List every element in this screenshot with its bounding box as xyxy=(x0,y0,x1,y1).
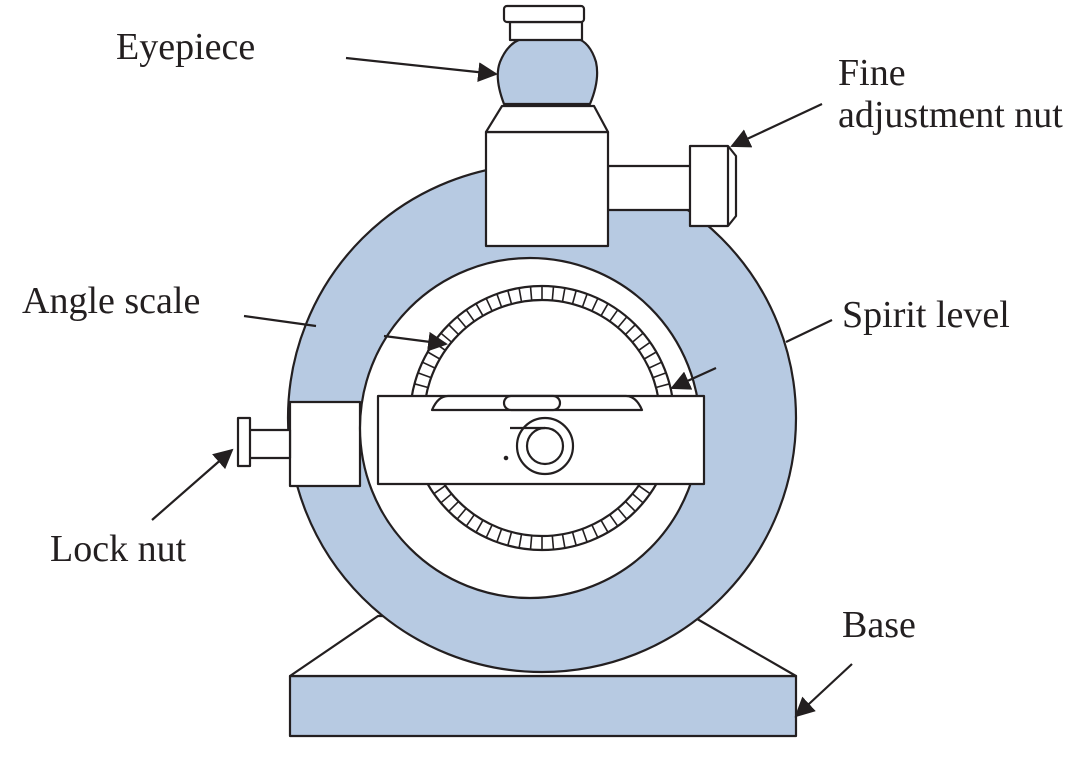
angle-scale-tick xyxy=(624,324,636,336)
angle-scale-tick xyxy=(571,531,577,546)
angle-scale-tick xyxy=(507,531,513,546)
eyepiece-label: Eyepiece xyxy=(116,26,256,68)
angle-scale-arrow xyxy=(383,331,448,352)
lock-nut-knob xyxy=(236,416,252,468)
fine-adjustment-label-line1: Fine xyxy=(838,52,906,94)
angle-scale-tick xyxy=(485,524,493,538)
level-mark-dot xyxy=(503,455,509,461)
angle-scale-tick xyxy=(475,303,484,317)
angle-scale-leader xyxy=(243,314,317,328)
angle-scale-tick xyxy=(551,535,555,550)
angle-scale-tick xyxy=(440,493,453,504)
angle-scale-tick xyxy=(643,351,657,360)
angle-scale-tick xyxy=(518,534,523,549)
angle-scale-tick xyxy=(507,290,513,305)
base-arrow xyxy=(794,663,853,718)
fine-adjustment-arm xyxy=(606,164,694,212)
base-slab xyxy=(288,674,798,738)
angle-scale-tick xyxy=(561,287,566,302)
lock-nut-housing xyxy=(288,400,362,488)
angle-scale-tick xyxy=(496,528,503,543)
spirit-level-leader xyxy=(785,319,833,343)
angle-scale-tick xyxy=(465,514,475,527)
angle-scale-ticks xyxy=(414,286,670,550)
level-knob-inner xyxy=(525,426,565,466)
angle-scale-tick xyxy=(600,303,609,317)
angle-scale-tick xyxy=(631,332,644,343)
eyepiece-arrow xyxy=(345,56,498,82)
angle-scale-tick xyxy=(475,519,484,533)
angle-scale-tick xyxy=(571,290,577,305)
lock-nut-label: Lock nut xyxy=(50,528,187,570)
angle-scale-tick xyxy=(456,316,467,329)
angle-scale-tick xyxy=(591,298,599,312)
angle-scale-tick xyxy=(600,519,609,533)
angle-scale-tick xyxy=(496,293,503,308)
angle-scale-tick xyxy=(427,351,441,360)
angle-scale-tick xyxy=(422,361,436,369)
telescope-column xyxy=(484,130,610,248)
angle-scale-tick xyxy=(638,485,651,495)
lock-nut-stem xyxy=(246,428,292,460)
eyepiece-body xyxy=(496,36,599,106)
angle-scale-tick xyxy=(624,500,636,512)
fine-adjustment-arrow xyxy=(730,103,823,148)
angle-scale-tick xyxy=(652,372,667,379)
angle-scale-tick xyxy=(417,372,432,379)
lock-nut-arrow xyxy=(151,448,234,521)
angle-scale-tick xyxy=(581,528,588,543)
angle-scale-tick xyxy=(591,524,599,538)
angle-scale-tick xyxy=(448,324,460,336)
fine-adjustment-label-line2: adjustment nut xyxy=(838,94,1063,136)
eyepiece-cap xyxy=(502,4,586,24)
angle-scale-tick xyxy=(609,514,619,527)
angle-scale-tick xyxy=(485,298,493,312)
angle-scale-tick xyxy=(638,341,651,351)
angle-scale-tick xyxy=(631,493,644,504)
angle-scale-tick xyxy=(551,286,555,301)
angle-scale-tick xyxy=(518,287,523,302)
angle-scale-tick xyxy=(465,309,475,322)
angle-scale-tick xyxy=(529,286,533,301)
angle-scale-tick xyxy=(529,535,533,550)
base-label: Base xyxy=(842,604,916,646)
angle-scale-tick xyxy=(561,534,566,549)
angle-scale-tick xyxy=(581,293,588,308)
angle-scale-label: Angle scale xyxy=(22,280,201,322)
angle-scale-tick xyxy=(609,309,619,322)
angle-scale-tick xyxy=(648,361,662,369)
angle-scale-tick xyxy=(414,383,429,389)
fine-adjustment-nut-label: Fine adjustment nut xyxy=(838,52,1063,136)
angle-scale-tick xyxy=(433,485,446,495)
angle-scale-tick xyxy=(617,316,628,329)
spirit-level-bubble xyxy=(502,394,562,412)
spirit-level-label: Spirit level xyxy=(842,294,1010,336)
angle-scale-tick xyxy=(448,500,460,512)
eyepiece-neck xyxy=(508,20,584,42)
angle-scale-tick xyxy=(655,383,670,389)
angle-scale-tick xyxy=(617,507,628,520)
telescope-collar xyxy=(484,104,610,134)
angle-scale-tick xyxy=(456,507,467,520)
spirit-level-arrow xyxy=(670,366,717,390)
